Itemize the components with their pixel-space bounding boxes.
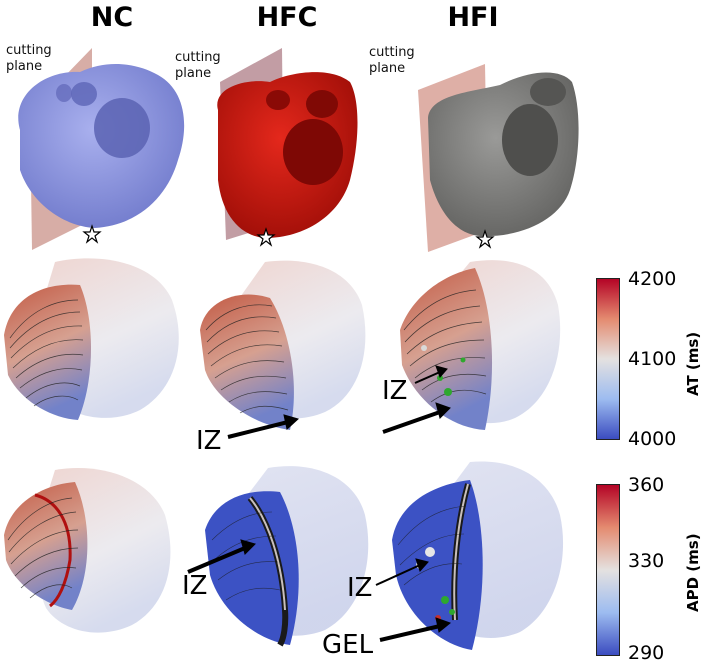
arrow-iz-hfc-apd — [187, 546, 246, 574]
column-title-hfc: HFC — [256, 2, 318, 33]
colorbar-at-tick-max: 4200 — [628, 268, 677, 290]
hfi-at-map — [400, 260, 561, 430]
nc-apd-map — [4, 467, 171, 633]
hfc-at-map — [200, 260, 366, 430]
colorbar-apd-tick-mid: 330 — [628, 550, 665, 572]
hfi-mesh-panel — [418, 64, 579, 252]
hfi-apd-map — [392, 461, 564, 650]
label-iz-hfi-apd: IZ — [347, 573, 373, 603]
colorbar-apd-tick-max: 360 — [628, 474, 665, 496]
colorbar-at-tick-mid: 4100 — [628, 348, 677, 370]
colorbar-at-gradient — [596, 278, 620, 440]
hfi-valve-opening — [502, 104, 558, 176]
colorbar-apd-gradient — [596, 484, 620, 656]
nc-mesh-panel — [18, 48, 185, 250]
hfc-apd-map — [205, 466, 369, 647]
colorbar-apd-tick-min: 290 — [628, 642, 665, 664]
annotation-arrows — [187, 365, 452, 642]
label-iz-hfc-apd: IZ — [182, 571, 208, 601]
hfi-apex-star — [475, 229, 495, 249]
label-iz-hfi-at: IZ — [382, 376, 408, 406]
nc-valve-opening — [94, 98, 150, 158]
colorbar-at-title: AT (ms) — [684, 331, 702, 396]
arrow-hfi-at-lower — [382, 410, 441, 434]
nc-apex-star — [82, 224, 102, 244]
hfc-apex-star — [256, 227, 276, 247]
arrow-gel — [379, 624, 441, 642]
arrow-iz-hfi-apd — [375, 564, 421, 586]
arrow-iz-hfc-at — [227, 420, 289, 439]
column-title-nc: NC — [90, 2, 134, 33]
colorbar-apd-title: APD (ms) — [684, 533, 702, 612]
hfc-valve-opening — [283, 119, 343, 185]
label-iz-hfc-at: IZ — [196, 426, 222, 456]
nc-at-map — [4, 258, 179, 420]
arrow-iz-hfi-at — [414, 371, 441, 384]
column-title-hfi: HFI — [447, 2, 499, 33]
hfc-mesh-panel — [217, 48, 358, 247]
colorbar-at-tick-min: 4000 — [628, 428, 677, 450]
label-gel: GEL — [322, 630, 374, 660]
